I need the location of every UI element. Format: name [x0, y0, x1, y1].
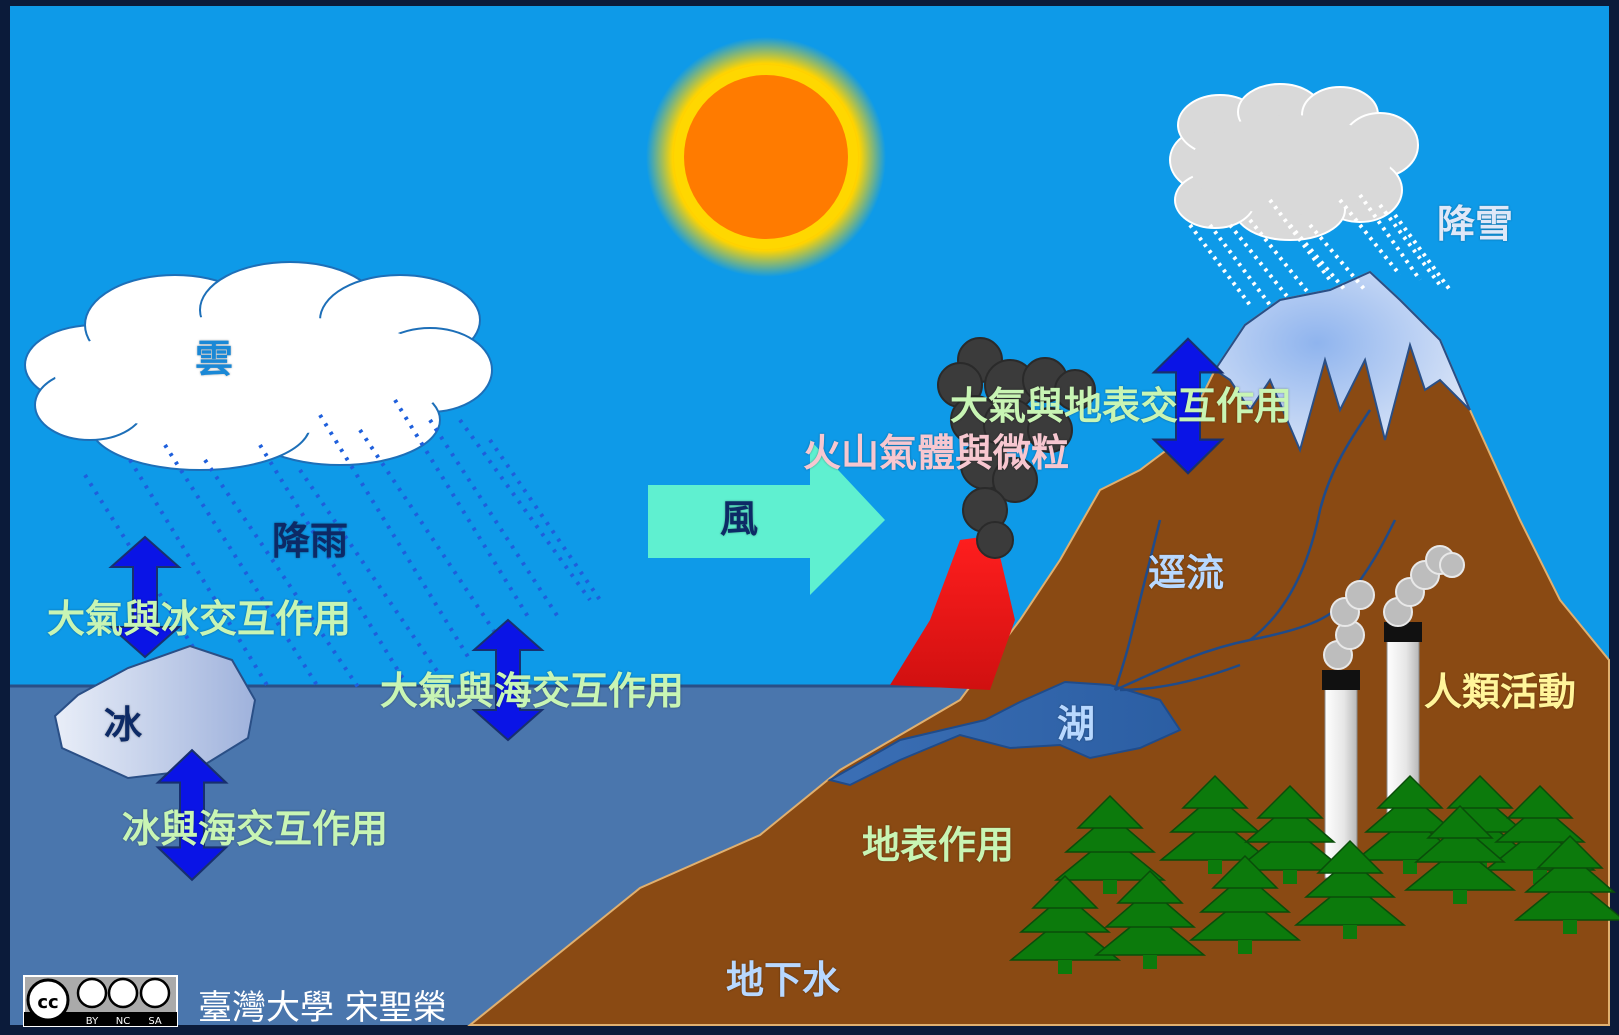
tree-icon — [1233, 784, 1347, 884]
badge-sa-text: SA — [148, 1016, 162, 1027]
label-runoff: 逕流 — [1148, 551, 1225, 595]
label-wind: 風 — [720, 497, 759, 541]
tree-icon — [1008, 874, 1122, 974]
badge-by-text: BY — [86, 1016, 99, 1027]
tree-icon — [1293, 839, 1407, 939]
runoff-streams — [1113, 409, 1397, 692]
sa-icon — [139, 977, 171, 1009]
label-cloud: 雲 — [195, 337, 234, 381]
credit-author: 臺灣大學 宋聖榮 — [198, 988, 447, 1028]
label-groundwater: 地下水 — [726, 958, 841, 1002]
by-icon — [76, 977, 108, 1009]
cc-license-badge: cc BY NC SA — [23, 975, 178, 1027]
label-rain: 降雨 — [272, 519, 349, 563]
snowfall-streaks — [1188, 193, 1452, 307]
forest — [1008, 774, 1619, 974]
svg-text:cc: cc — [37, 992, 58, 1013]
tree-icon — [1513, 834, 1619, 934]
rain-cloud-icon — [24, 261, 493, 471]
label-atmosphere-ocean: 大氣與海交互作用 — [380, 669, 685, 713]
smoke-icon — [1323, 545, 1465, 670]
tree-icon — [1158, 774, 1272, 874]
tree-icon — [1093, 869, 1207, 969]
volcano-lava — [890, 535, 1015, 690]
label-lake: 湖 — [1057, 702, 1096, 746]
label-human-activity: 人類活動 — [1424, 670, 1577, 714]
label-ice-ocean: 冰與海交互作用 — [122, 807, 389, 851]
label-ice: 冰 — [104, 703, 143, 747]
snow-cap — [1213, 270, 1471, 454]
tree-icon — [1403, 804, 1517, 904]
tree-icon — [1053, 794, 1167, 894]
ice-block — [53, 644, 257, 780]
nc-icon — [107, 977, 139, 1009]
lake — [827, 680, 1182, 787]
label-snowfall: 降雪 — [1437, 202, 1514, 246]
label-surface-processes: 地表作用 — [862, 823, 1015, 867]
badge-nc-text: NC — [116, 1016, 130, 1027]
volcanic-plume — [937, 337, 1096, 559]
label-volcanic: 火山氣體與微粒 — [803, 431, 1070, 475]
label-atmosphere-ice: 大氣與冰交互作用 — [47, 597, 352, 641]
label-atmosphere-land: 大氣與地表交互作用 — [950, 384, 1293, 428]
tree-icon — [1188, 854, 1302, 954]
wind-arrow — [648, 440, 885, 595]
